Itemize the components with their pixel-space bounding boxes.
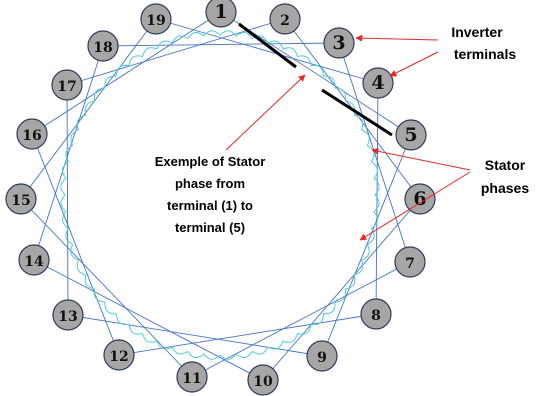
terminal-number: 5: [404, 124, 417, 146]
annotation-arrows: [225, 34, 471, 241]
arrow-to-stator-phase-upper: [371, 147, 471, 171]
terminal-11: 11: [176, 361, 208, 393]
phase-line-11-15: [20, 198, 193, 378]
terminal-12: 12: [103, 339, 135, 371]
terminal-number: 13: [58, 309, 77, 325]
inverter-terminals-label: Inverter terminals: [451, 24, 516, 62]
example-label-line: terminal (5): [175, 220, 245, 235]
terminal-7: 7: [394, 246, 426, 278]
example-label-line: phase from: [175, 176, 245, 191]
arrow-to-terminal-3: [355, 34, 439, 42]
inverter-label-line: Inverter: [451, 24, 503, 40]
terminal-number: 12: [109, 349, 128, 365]
terminal-circle: [140, 3, 172, 35]
example-label-line: Exemple of Stator: [155, 154, 266, 169]
terminal-13: 13: [52, 299, 84, 331]
terminal-9: 9: [306, 340, 338, 372]
terminal-2: 2: [269, 3, 301, 35]
example-phase-segment: [238, 22, 297, 69]
arrow-to-stator-phase-lower: [359, 171, 471, 241]
inverter-label-line: terminals: [454, 46, 516, 62]
example-label-line: terminal (1) to: [167, 198, 253, 213]
arrow-to-example-phase: [225, 74, 306, 151]
stator-coil-ring: [60, 30, 380, 360]
terminal-number: 1: [214, 1, 227, 23]
terminal-circle: [52, 299, 84, 331]
terminal-circle: [404, 183, 436, 215]
example-phase-label: Exemple of Stator phase from terminal (1…: [155, 154, 266, 235]
phase-line-5-9: [321, 134, 412, 357]
terminal-number: 6: [413, 188, 426, 210]
phase-line-16-1: [31, 11, 222, 135]
stator-label-line: phases: [481, 180, 529, 196]
phase-line-6-10: [262, 198, 421, 381]
terminal-circle: [394, 246, 426, 278]
terminal-number: 17: [57, 79, 76, 95]
terminal-number: 11: [182, 371, 201, 387]
example-phase-segment: [321, 88, 393, 137]
phase-line-15-19: [20, 18, 157, 200]
phase-line-7-11: [191, 261, 411, 378]
terminal-number: 7: [405, 256, 415, 272]
terminal-circle: [247, 364, 279, 396]
phase-line-13-17: [66, 84, 69, 316]
terminal-circle: [87, 30, 119, 62]
terminal-16: 16: [16, 118, 48, 150]
terminal-number: 16: [22, 128, 41, 144]
phase-line-14-18: [33, 45, 104, 261]
terminal-number: 18: [93, 40, 112, 56]
example-phase-highlight: [238, 22, 393, 137]
phase-line-19-4: [155, 18, 379, 84]
terminal-number: 3: [332, 32, 345, 54]
terminal-1: 1: [205, 0, 237, 28]
terminal-5: 5: [395, 119, 427, 151]
phase-line-8-12: [118, 313, 377, 356]
terminal-circle: [205, 0, 237, 28]
terminal-number: 14: [24, 254, 44, 270]
terminal-circle: [395, 119, 427, 151]
terminal-number: 9: [317, 350, 327, 366]
terminal-number: 19: [146, 13, 165, 29]
terminal-10: 10: [247, 364, 279, 396]
terminal-3: 3: [323, 27, 355, 59]
phase-lines: [20, 11, 421, 381]
terminal-circle: [5, 183, 37, 215]
terminal-number: 10: [253, 374, 273, 390]
arrow-to-terminal-4: [389, 51, 439, 77]
terminal-15: 15: [5, 183, 37, 215]
terminal-circle: [16, 118, 48, 150]
terminal-circle: [306, 340, 338, 372]
terminal-circle: [360, 298, 392, 330]
terminal-17: 17: [51, 69, 83, 101]
phase-line-12-16: [31, 133, 120, 356]
terminal-circle: [18, 244, 50, 276]
terminal-circle: [362, 67, 394, 99]
stator-label-line: Stator: [485, 157, 526, 173]
phase-line-18-3: [102, 42, 340, 47]
terminal-8: 8: [360, 298, 392, 330]
terminal-circle: [103, 339, 135, 371]
stator-phases-label: Stator phases: [481, 157, 529, 196]
terminal-4: 4: [362, 67, 394, 99]
terminal-14: 14: [18, 244, 50, 276]
terminal-number: 15: [11, 193, 30, 209]
phase-line-10-14: [33, 259, 264, 381]
phase-line-9-13: [67, 314, 323, 357]
terminal-circle: [269, 3, 301, 35]
coil-ring-path: [60, 30, 380, 360]
terminal-circle: [51, 69, 83, 101]
terminal-circle: [323, 27, 355, 59]
terminal-number: 8: [371, 308, 381, 324]
terminal-number: 4: [371, 72, 384, 94]
terminal-19: 19: [140, 3, 172, 35]
terminal-circle: [176, 361, 208, 393]
terminal-18: 18: [87, 30, 119, 62]
terminal-number: 2: [280, 13, 290, 29]
